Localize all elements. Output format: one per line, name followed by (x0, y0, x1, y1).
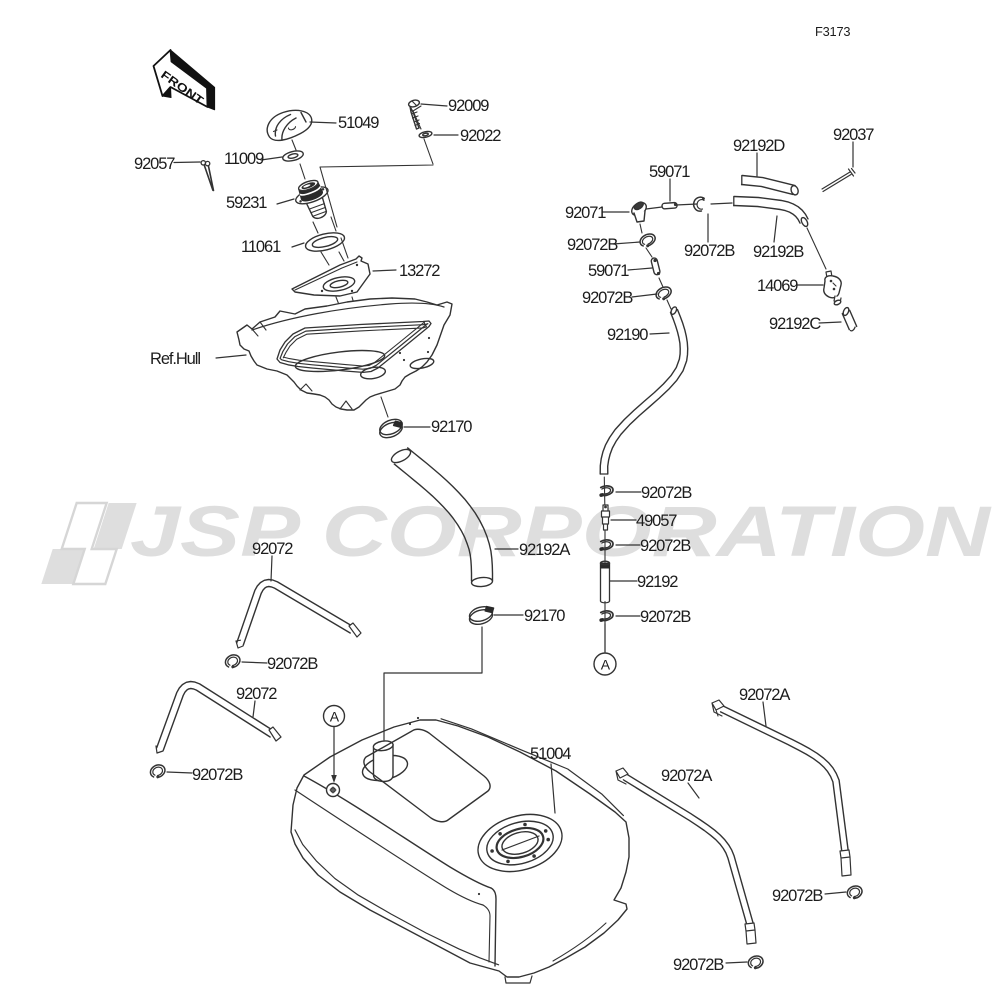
svg-text:11009: 11009 (224, 150, 264, 168)
svg-text:92072B: 92072B (267, 655, 318, 673)
svg-text:JSP CORPORATION: JSP CORPORATION (130, 493, 992, 572)
svg-text:51049: 51049 (338, 114, 379, 132)
svg-text:13272: 13272 (399, 262, 440, 280)
svg-text:51004: 51004 (530, 745, 571, 763)
svg-text:92072: 92072 (236, 685, 277, 703)
svg-text:92170: 92170 (524, 607, 565, 625)
svg-text:A: A (601, 657, 611, 673)
svg-text:92072B: 92072B (640, 608, 691, 626)
svg-text:92072A: 92072A (661, 767, 712, 785)
svg-text:92037: 92037 (833, 126, 874, 144)
svg-text:59231: 59231 (226, 194, 267, 212)
svg-text:92072B: 92072B (567, 236, 618, 254)
svg-text:92072B: 92072B (192, 766, 243, 784)
svg-text:92072B: 92072B (673, 956, 724, 974)
svg-text:92071: 92071 (565, 204, 606, 222)
svg-text:92192C: 92192C (769, 315, 821, 333)
svg-text:92072B: 92072B (641, 484, 692, 502)
svg-text:11061: 11061 (241, 238, 281, 256)
svg-text:59071: 59071 (588, 262, 629, 280)
svg-text:92192B: 92192B (753, 243, 804, 261)
svg-text:92190: 92190 (607, 326, 648, 344)
svg-text:92192A: 92192A (519, 541, 570, 559)
svg-text:49057: 49057 (636, 512, 677, 530)
svg-text:92072B: 92072B (640, 537, 691, 555)
svg-text:59071: 59071 (649, 163, 690, 181)
svg-text:F3173: F3173 (815, 24, 850, 39)
svg-text:92192D: 92192D (733, 137, 785, 155)
svg-text:92072: 92072 (252, 540, 293, 558)
svg-text:92192: 92192 (637, 573, 678, 591)
svg-text:92072B: 92072B (772, 887, 823, 905)
svg-text:92072B: 92072B (582, 289, 633, 307)
svg-text:92170: 92170 (431, 418, 472, 436)
svg-text:A: A (330, 709, 340, 725)
svg-text:14069: 14069 (757, 277, 798, 295)
svg-text:92022: 92022 (460, 127, 501, 145)
svg-text:92057: 92057 (134, 155, 175, 173)
svg-text:92072A: 92072A (739, 686, 790, 704)
svg-text:Ref.Hull: Ref.Hull (150, 350, 200, 368)
svg-text:92072B: 92072B (684, 242, 735, 260)
svg-text:92009: 92009 (448, 97, 489, 115)
